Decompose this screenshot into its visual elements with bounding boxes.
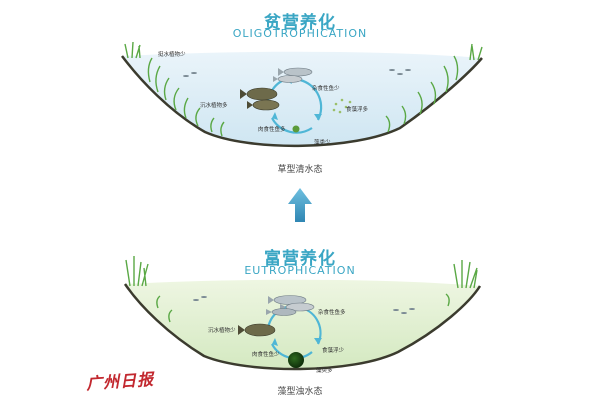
label-omnivore-top: 杂食性鱼少	[312, 86, 340, 92]
small-fish-school	[183, 69, 411, 77]
state-label-top: 草型清水态	[277, 165, 323, 175]
state-label-bottom: 藻型浊水态	[277, 387, 323, 397]
eutrophication-title-en: EUTROPHICATION	[244, 264, 356, 277]
omnivorous-fish-bottom	[266, 295, 315, 316]
plankton-cluster	[332, 98, 352, 114]
label-carnivore-bottom: 肉食性鱼少	[252, 352, 280, 358]
algae-bloom-ball	[288, 352, 304, 368]
oligotrophic-basin	[121, 41, 483, 148]
label-submerged-plants-top: 沉水植物多	[200, 103, 228, 109]
label-algae-top: 藻类少	[314, 140, 331, 146]
label-omnivore-bottom: 杂食性鱼多	[318, 310, 346, 316]
oligotrophication-title-cn: 贫营养化	[264, 13, 336, 33]
carnivorous-fish-top	[240, 87, 280, 111]
oligotrophication-title-en: OLIGOTROPHICATION	[232, 27, 368, 40]
label-top-left-plants: 挺水植物少	[158, 52, 186, 58]
label-carnivore-top: 肉食性鱼多	[258, 127, 286, 133]
submerged-plants-left	[124, 41, 225, 137]
carnivorous-fish-bottom	[238, 323, 276, 337]
eutrophic-basin	[123, 256, 482, 371]
emergent-plants-left	[125, 256, 173, 323]
transition-up-arrow	[288, 188, 312, 222]
label-submerged-plants-bottom: 沉水植物少	[208, 328, 236, 334]
eutrophic-lakebed	[123, 283, 482, 371]
turbid-water-body	[125, 279, 480, 370]
label-plankton-bottom: 食藻浮少	[322, 348, 345, 354]
oligotrophic-lakebed	[121, 55, 483, 148]
algae-cluster-top	[292, 125, 300, 133]
label-algae-bottom: 藻类多	[316, 368, 333, 374]
label-plankton-top: 食藻浮多	[346, 107, 369, 113]
submerged-plants-right	[385, 43, 483, 133]
newspaper-watermark: 广州日报	[85, 369, 155, 394]
eutrophication-title-cn: 富营养化	[264, 249, 336, 269]
small-fish-school-bottom	[193, 296, 415, 314]
omnivorous-fish-top	[273, 67, 313, 83]
emergent-plants-right	[445, 260, 478, 307]
